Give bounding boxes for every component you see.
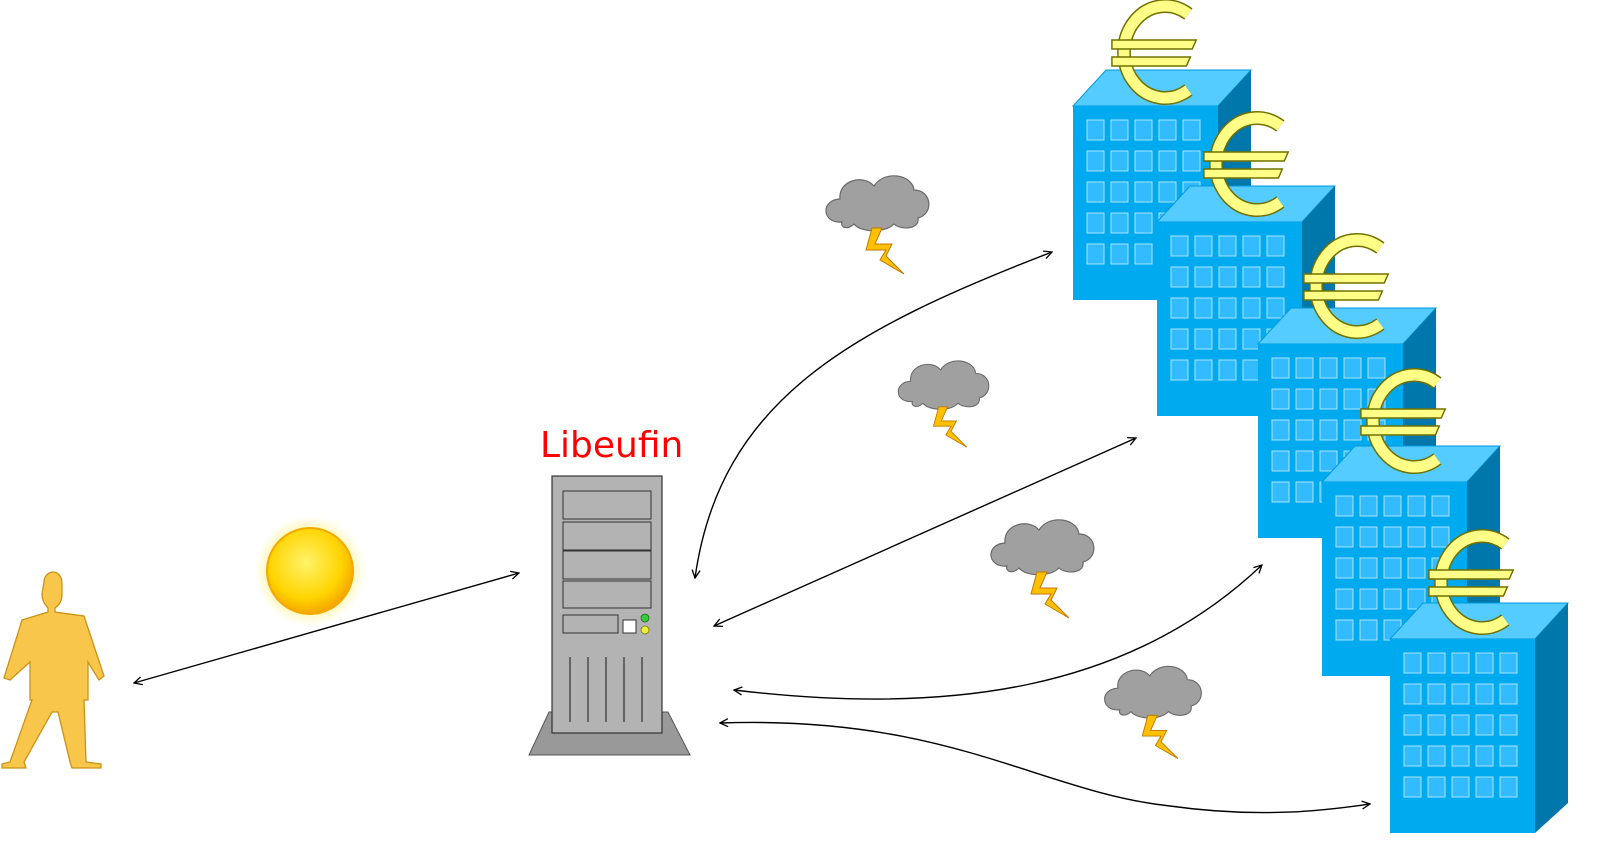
person-icon [1,571,105,769]
storm-cloud-1 [825,175,930,275]
storm-cloud-2 [897,360,990,448]
person-server-arrow [134,573,519,683]
server-bank4-arrow [720,722,1370,814]
connection-arrows [134,252,1370,814]
server-bank3-arrow [734,565,1262,700]
server-tower-icon [528,475,691,756]
server-label: Libeufin [540,425,684,466]
server-bank1-arrow [695,252,1052,578]
sun-icon [254,515,366,627]
storm-cloud-3 [990,519,1095,619]
storm-cloud-4 [1104,665,1202,760]
